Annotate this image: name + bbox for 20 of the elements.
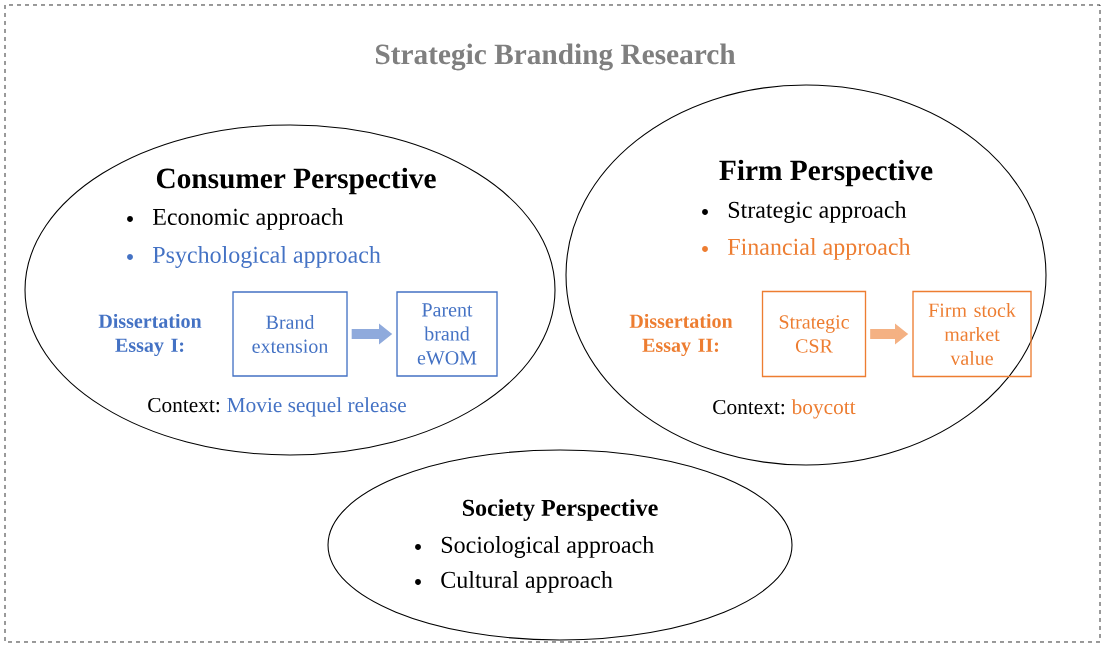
bullet-text: Strategic approach (728, 201, 907, 223)
bullet-text: Cultural approach (441, 571, 613, 593)
heading: Society Perspective (463, 499, 658, 521)
heading: Consumer Perspective (156, 167, 436, 195)
context-text: Movie sequel release (227, 397, 406, 417)
concept-box: Brand extension (232, 291, 348, 377)
context-label: Context: (148, 397, 220, 413)
bullet-text: Economic approach (152, 208, 344, 230)
heading: Firm Perspective (719, 159, 933, 187)
concept-box: Strategic CSR (761, 290, 867, 378)
essay-label: Dissertation Essay II: (629, 313, 733, 357)
concept-box: Parent brand eWOM (396, 291, 498, 377)
bullet-text: Psychological approach (152, 246, 381, 268)
title: Strategic Branding Research (376, 43, 736, 71)
concept-box: Firm stock market value (912, 290, 1032, 378)
context-label: Context: (713, 399, 785, 415)
essay-label: Dissertation Essay I: (98, 313, 202, 357)
bullet-text: Financial approach (727, 238, 911, 260)
bullet-text: Sociological approach (441, 536, 654, 558)
context-text: boycott (791, 399, 856, 419)
